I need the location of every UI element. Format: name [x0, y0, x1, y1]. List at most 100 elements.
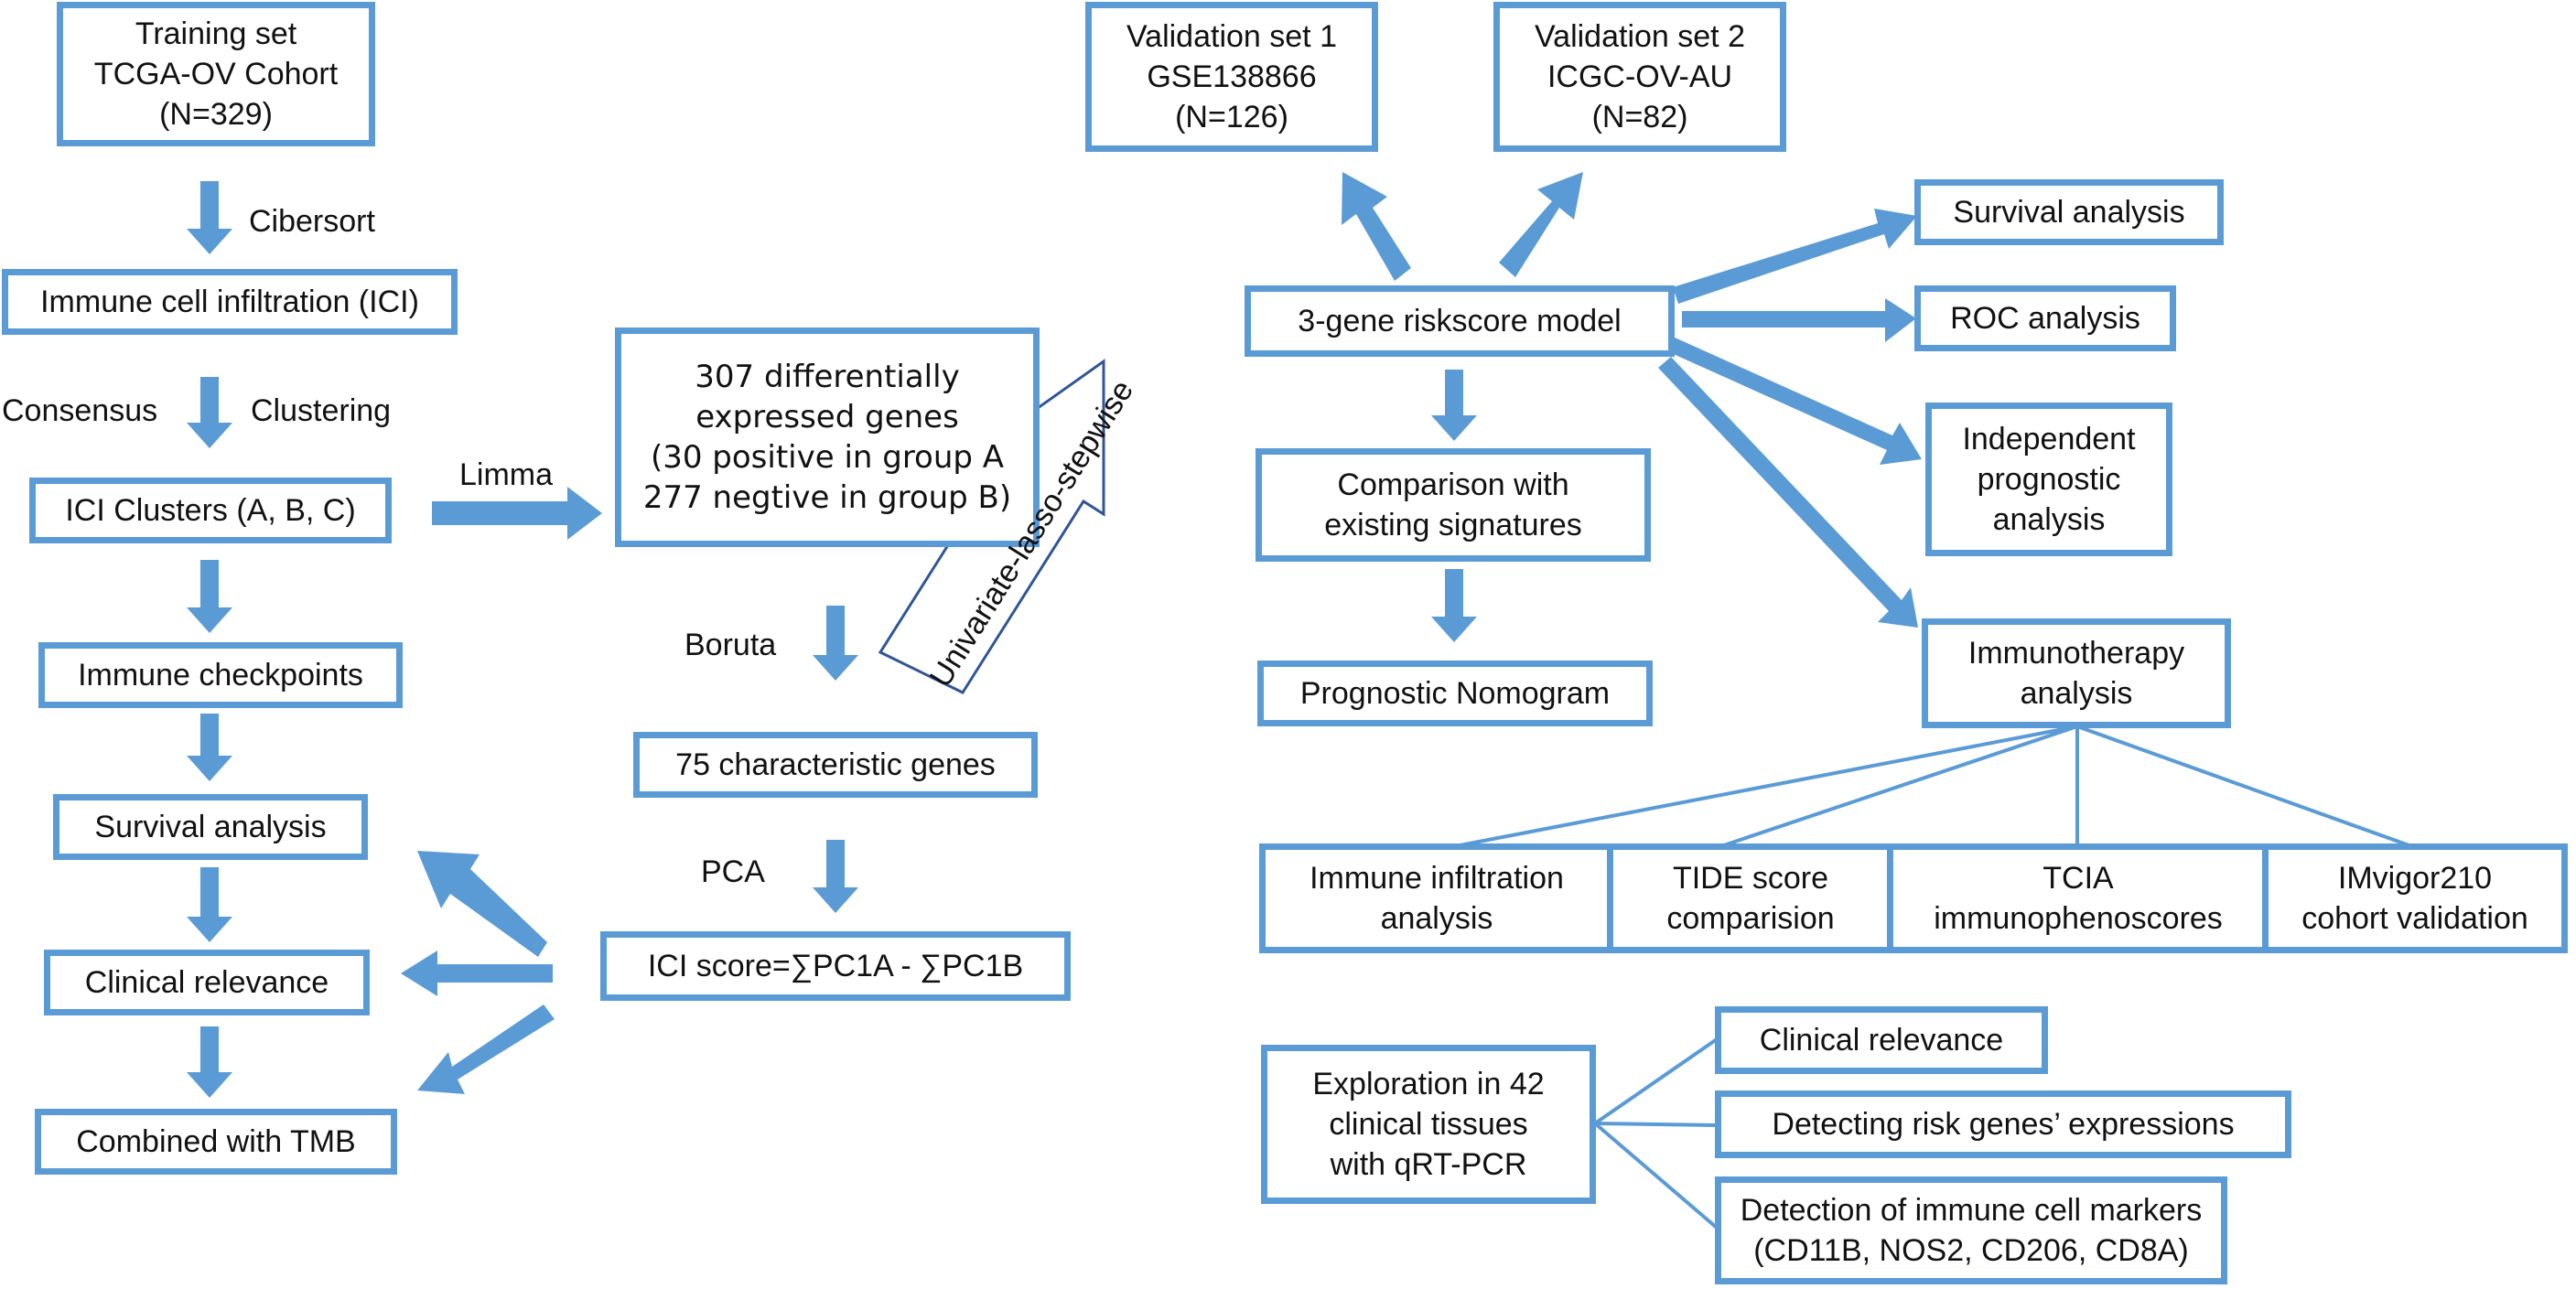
box-line: Immunotherapy: [1967, 635, 2185, 671]
independent-prognostic-box: Independent prognostic analysis: [1925, 403, 2172, 556]
box-line: Combined with TMB: [76, 1123, 356, 1159]
box-line: Immune checkpoints: [78, 657, 363, 693]
detecting-genes-box: Detecting risk genes’ expressions: [1715, 1090, 2291, 1158]
box-line: Comparison with: [1337, 467, 1569, 502]
arrow-down: [187, 377, 232, 448]
box-line: TCIA: [2042, 860, 2114, 896]
arrow-right: [432, 487, 602, 540]
imvigor-box: IMvigor210 cohort validation: [2262, 843, 2568, 953]
pca-label: PCA: [701, 854, 765, 889]
connector-line: [1450, 725, 2078, 849]
box-line: analysis: [1380, 901, 1493, 936]
box-line: Prognostic Nomogram: [1299, 675, 1611, 711]
arrow-right: [1667, 337, 1922, 465]
box-line: immunophenoscores: [1934, 901, 2223, 936]
characteristic-genes-box: 75 characteristic genes: [633, 732, 1038, 798]
training-set-box: Training set TCGA-OV Cohort (N=329): [57, 2, 375, 146]
survival-analysis-left-box: Survival analysis: [53, 794, 368, 860]
clinical-relevance-left-box: Clinical relevance: [44, 950, 370, 1015]
arrow-right: [1673, 209, 1917, 304]
box-line: Survival analysis: [94, 809, 327, 844]
box-line: Immune cell infiltration (ICI): [40, 284, 419, 319]
box-line: 277 negtive in group B): [642, 479, 1012, 517]
arrow-down: [187, 181, 232, 254]
arrow-down: [187, 867, 232, 942]
box-line: Clinical relevance: [1759, 1022, 2004, 1058]
box-line: cohort validation: [2301, 901, 2528, 936]
clustering-label: Clustering: [251, 393, 392, 428]
connector-line: [1718, 725, 2078, 849]
deg-box: 307 differentially expressed genes (30 p…: [615, 328, 1040, 547]
boruta-label: Boruta: [684, 628, 777, 662]
box-line: Detection of immune cell markers: [1740, 1192, 2203, 1228]
immunotherapy-box: Immunotherapy analysis: [1922, 618, 2231, 728]
box-line: Immune infiltration: [1310, 860, 1564, 896]
box-line: TCGA-OV Cohort: [93, 56, 339, 91]
arrow-left: [417, 851, 547, 957]
box-line: analysis: [2020, 676, 2133, 711]
box-line: Exploration in 42: [1312, 1066, 1545, 1101]
riskscore-model-box: 3-gene riskscore model: [1245, 285, 1675, 357]
box-line: Survival analysis: [1953, 194, 2185, 230]
box-line: prognostic: [1977, 461, 2121, 497]
combined-tmb-box: Combined with TMB: [35, 1109, 397, 1175]
limma-label: Limma: [459, 457, 554, 492]
exploration-box: Exploration in 42 clinical tissues with …: [1261, 1045, 1596, 1204]
box-line: comparision: [1666, 901, 1835, 936]
connector-line: [1593, 1122, 1719, 1230]
box-line: existing signatures: [1324, 508, 1582, 542]
ici-box: Immune cell infiltration (ICI): [2, 269, 458, 335]
box-line: (CD11B, NOS2, CD206, CD8A): [1753, 1233, 2189, 1268]
box-line: ICI Clusters (A, B, C): [65, 492, 356, 528]
immune-checkpoints-box: Immune checkpoints: [38, 642, 403, 708]
arrow-right: [1658, 357, 1918, 628]
arrow-down: [187, 714, 232, 781]
tide-score-box: TIDE score comparision: [1607, 843, 1894, 953]
box-line: with qRT-PCR: [1330, 1147, 1527, 1183]
arrow-down: [187, 1026, 232, 1098]
ici-clusters-box: ICI Clusters (A, B, C): [29, 478, 392, 543]
roc-analysis-box: ROC analysis: [1914, 285, 2176, 351]
arrow-down: [813, 606, 858, 681]
connector-line: [1593, 1037, 1719, 1125]
arrow-left: [401, 951, 553, 996]
box-line: 75 characteristic genes: [675, 747, 996, 782]
validation-set-1-box: Validation set 1 GSE138866 (N=126): [1085, 2, 1378, 152]
box-line: ROC analysis: [1950, 300, 2140, 336]
box-line: 3-gene riskscore model: [1298, 303, 1622, 338]
immune-markers-box: Detection of immune cell markers (CD11B,…: [1715, 1176, 2227, 1284]
box-line: analysis: [1992, 502, 2106, 538]
box-line: (N=82): [1591, 100, 1688, 135]
survival-analysis-right-box: Survival analysis: [1914, 179, 2224, 245]
arrow-down: [187, 560, 232, 633]
box-line: Detecting risk genes’ expressions: [1772, 1106, 2235, 1142]
arrow-down: [1431, 569, 1477, 642]
box-line: (N=126): [1175, 100, 1288, 135]
arrow-up-right: [1499, 172, 1583, 277]
nomogram-box: Prognostic Nomogram: [1257, 661, 1653, 726]
arrow-down: [813, 840, 858, 913]
box-line: ICI score=∑PC1A - ∑PC1B: [647, 948, 1024, 983]
ici-score-box: ICI score=∑PC1A - ∑PC1B: [600, 931, 1071, 1001]
immune-infiltration-box: Immune infiltration analysis: [1259, 843, 1614, 953]
box-line: 307 differentially: [695, 358, 960, 395]
box-line: TIDE score: [1672, 860, 1829, 896]
clinical-relevance-right-box: Clinical relevance: [1715, 1006, 2048, 1074]
validation-set-2-box: Validation set 2 ICGC-OV-AU (N=82): [1493, 2, 1786, 152]
box-line: GSE138866: [1147, 59, 1317, 94]
connector-line: [1594, 1122, 1718, 1127]
box-line: clinical tissues: [1329, 1106, 1528, 1142]
box-line: ICGC-OV-AU: [1547, 59, 1733, 94]
box-line: IMvigor210: [2337, 860, 2493, 896]
cibersort-label: Cibersort: [249, 204, 375, 239]
box-line: expressed genes: [695, 398, 959, 435]
tcia-box: TCIA immunophenoscores: [1887, 843, 2269, 953]
box-line: Validation set 2: [1535, 18, 1745, 54]
arrow-right: [1682, 298, 1916, 342]
box-line: Independent: [1962, 421, 2136, 457]
box-line: Training set: [135, 16, 297, 51]
comparison-box: Comparison with existing signatures: [1256, 448, 1651, 562]
arrow-up-left: [1342, 172, 1411, 281]
connector-line: [2076, 725, 2415, 849]
